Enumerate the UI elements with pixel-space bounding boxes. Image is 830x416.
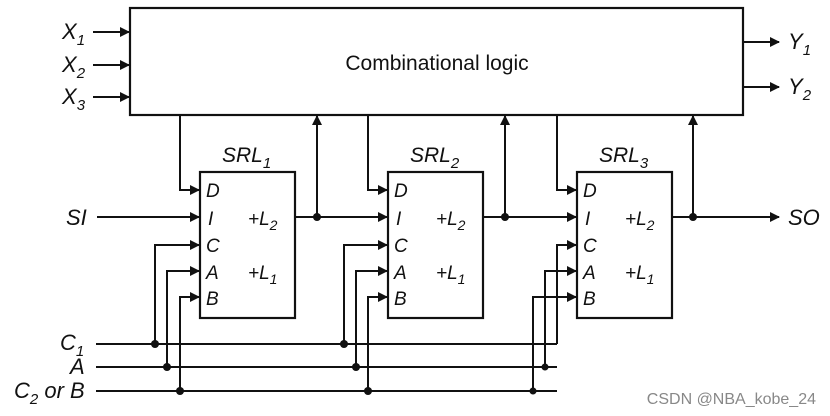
pin-b: B: [583, 289, 596, 310]
junction-dot: [340, 340, 348, 348]
srl-block-1: SRL1 D I C A B +L2 +L1: [198, 144, 297, 320]
svg-text:Y2: Y2: [788, 74, 812, 104]
output-l2: +L2: [248, 209, 278, 233]
pin-c: C: [583, 236, 597, 257]
a-label: A: [68, 354, 85, 379]
d-wire-1: [179, 115, 200, 195]
pin-d: D: [583, 181, 597, 202]
junction-dot: [313, 213, 321, 221]
pin-c: C: [394, 236, 408, 257]
c2-or-b-label: C2 or B: [14, 378, 85, 408]
pin-b: B: [206, 289, 219, 310]
scan-out-label: SO: [788, 205, 820, 230]
c1-label: C1: [60, 330, 84, 360]
junction-dot: [352, 363, 360, 371]
b-tap-1: [179, 292, 200, 391]
primary-input-x1: X1: [61, 19, 130, 49]
svg-text:X2: X2: [61, 52, 86, 82]
d-wire-2: [367, 115, 388, 195]
primary-output-y2: Y2: [743, 74, 812, 104]
svg-text:Y1: Y1: [788, 29, 811, 59]
primary-input-x2: X2: [61, 52, 130, 82]
b-tap-3: [532, 292, 577, 391]
junction-dot: [689, 213, 697, 221]
d-wire-3: [556, 115, 577, 195]
srl-box: [386, 170, 485, 320]
a-tap-1: [166, 266, 200, 367]
output-l2: +L2: [436, 209, 466, 233]
junction-dot: [163, 363, 171, 371]
output-l2: +L2: [625, 209, 655, 233]
srl-title: SRL2: [410, 144, 460, 172]
pin-i: I: [585, 209, 591, 230]
junction-dot: [176, 387, 184, 395]
output-l1: +L1: [436, 263, 465, 287]
a-tap-3: [544, 271, 576, 368]
output-l1: +L1: [625, 263, 654, 287]
srl-title: SRL3: [599, 144, 649, 172]
pin-i: I: [208, 209, 214, 230]
c-tap-2: [343, 240, 388, 344]
pin-i: I: [396, 209, 402, 230]
pin-d: D: [394, 181, 408, 202]
c-tap-1: [154, 240, 200, 344]
watermark-text: CSDN @NBA_kobe_24: [647, 391, 816, 408]
junction-dot: [151, 340, 159, 348]
junction-dot: [529, 387, 537, 395]
pin-a: A: [205, 263, 219, 284]
srl-block-2: SRL2 D I C A B +L2 +L1: [386, 144, 485, 320]
primary-output-y1: Y1: [743, 29, 811, 59]
pin-a: A: [393, 263, 407, 284]
primary-input-x3: X3: [61, 84, 130, 114]
combinational-logic-label: Combinational logic: [345, 52, 528, 75]
pin-d: D: [206, 181, 220, 202]
junction-dot: [501, 213, 509, 221]
pin-a: A: [582, 263, 596, 284]
srl-block-3: SRL3 D I C A B +L2 +L1: [575, 144, 674, 320]
junction-dot: [364, 387, 372, 395]
output-l1: +L1: [248, 263, 277, 287]
srl-box: [575, 170, 674, 320]
srl-title: SRL1: [222, 144, 271, 172]
junction-dot: [541, 363, 549, 371]
scan-in-label: SI: [66, 205, 87, 230]
c-tap-3: [556, 240, 577, 344]
pin-b: B: [394, 289, 407, 310]
combinational-logic-block: [128, 6, 745, 117]
srl-box: [198, 170, 297, 320]
svg-text:X3: X3: [61, 84, 86, 114]
pin-c: C: [206, 236, 220, 257]
svg-text:X1: X1: [61, 19, 85, 49]
b-tap-2: [367, 292, 388, 391]
a-tap-2: [355, 266, 388, 367]
